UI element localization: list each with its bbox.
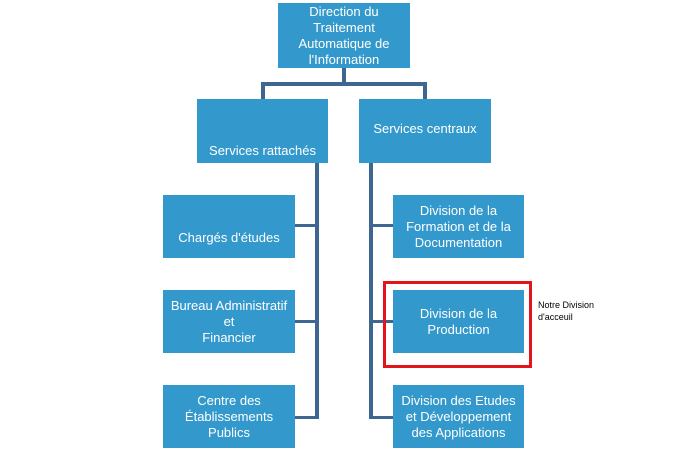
services-centraux-box: Services centraux [359,99,491,163]
connector [371,320,393,323]
centre-etablissements-box: Centre des Établissements Publics [163,385,295,448]
connector [342,68,346,84]
connector [261,82,265,99]
connector [371,224,393,227]
services-rattaches-box: Services rattachés [197,99,328,163]
connector [261,82,427,86]
charges-etudes-box: Chargés d'études [163,195,295,258]
highlight-frame [383,281,532,368]
bureau-administratif-box: Bureau Administratif et Financier [163,290,295,353]
division-formation-box: Division de la Formation et de la Docume… [393,195,524,258]
connector [295,224,317,227]
connector [295,320,317,323]
connector [295,416,317,419]
root-box: Direction du Traitement Automatique de l… [278,3,410,68]
connector [315,163,319,419]
connector [423,82,427,99]
division-production-box: Division de la Production [393,290,524,353]
division-etudes-box: Division des Etudes et Développement des… [393,385,524,448]
highlight-note: Notre Division d'acceuil [538,300,595,322]
connector [371,416,393,419]
connector [369,163,373,419]
